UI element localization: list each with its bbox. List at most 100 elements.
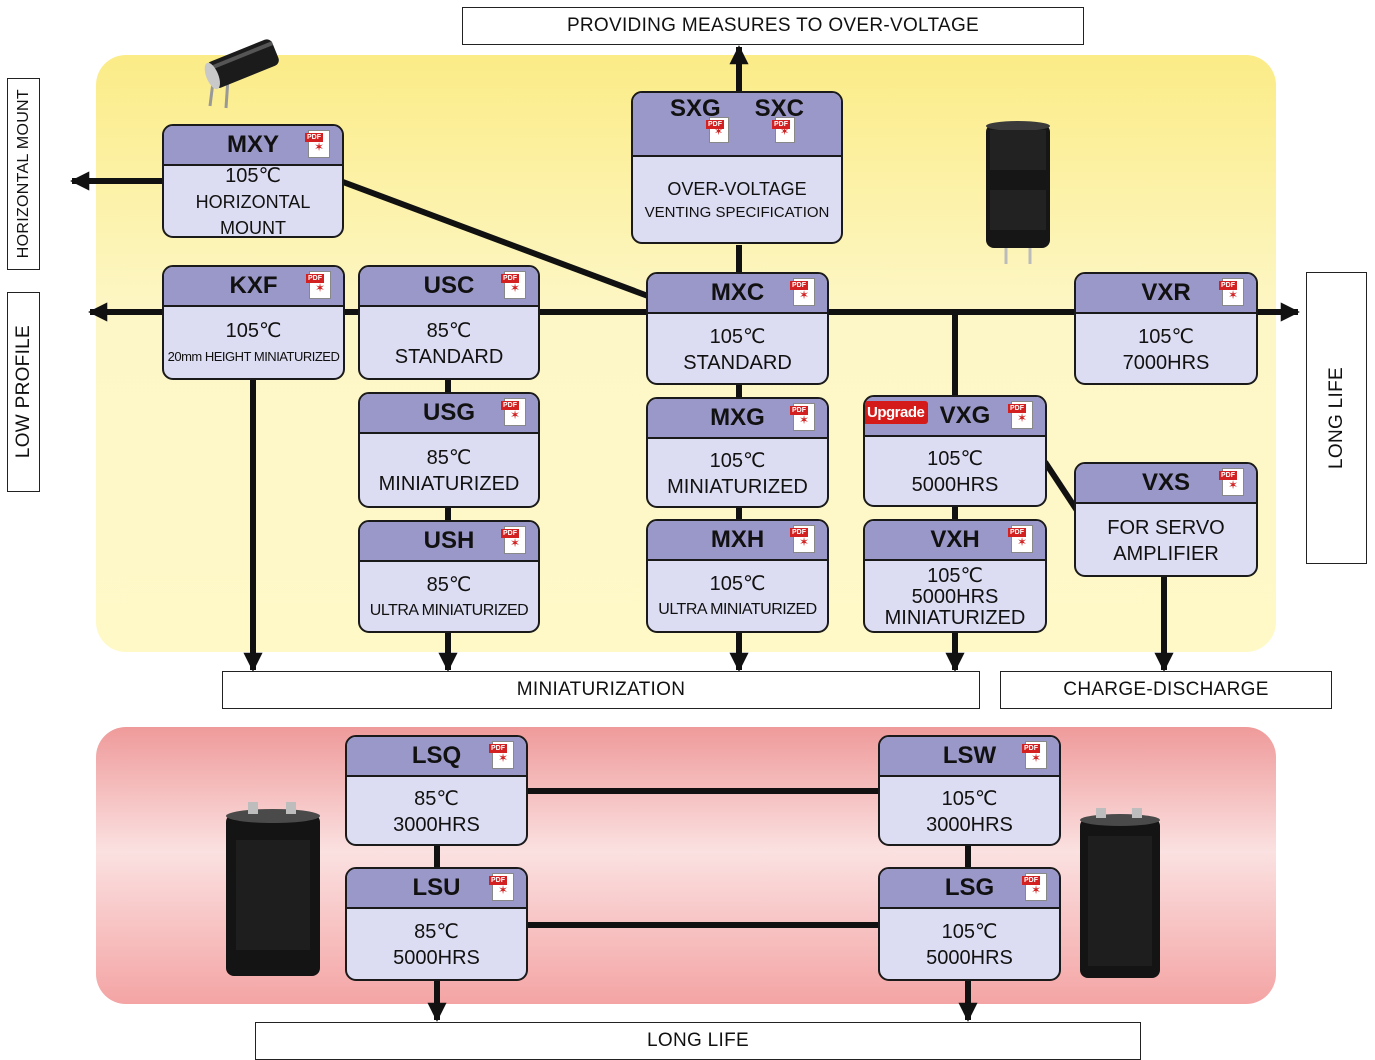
- card-usg-header: USG: [360, 394, 538, 434]
- card-kxf-title: KXF: [229, 272, 278, 299]
- long-life-side-label-text: LONG LIFE: [1325, 367, 1347, 469]
- card-mxg-temp: 105℃: [709, 449, 766, 472]
- card-mxg-desc: MINIATURIZED: [667, 475, 808, 498]
- card-mxc-temp: 105℃: [709, 325, 766, 348]
- card-ush[interactable]: USH 85℃ ULTRA MINIATURIZED: [358, 520, 540, 633]
- card-ush-temp: 85℃: [426, 573, 472, 596]
- card-vxg-temp: 105℃: [927, 448, 983, 470]
- horizontal-mount-label: HORIZONTAL MOUNT: [7, 78, 40, 270]
- upgrade-badge: Upgrade: [865, 401, 929, 424]
- card-lsq-header: LSQ: [347, 737, 526, 777]
- card-mxh-title: MXH: [710, 526, 765, 553]
- pdf-icon[interactable]: [1022, 741, 1047, 769]
- card-mxy-header: MXY: [164, 126, 342, 166]
- pdf-icon[interactable]: [489, 873, 514, 901]
- card-vxg-header: Upgrade VXG: [865, 397, 1045, 437]
- card-mxh-desc: ULTRA MINIATURIZED: [658, 601, 817, 618]
- charge-discharge-label: CHARGE-DISCHARGE: [1000, 671, 1332, 709]
- card-lsg-temp: 105℃: [941, 921, 998, 943]
- card-usg-temp: 85℃: [426, 447, 472, 469]
- pdf-icon[interactable]: [1022, 873, 1047, 901]
- pdf-icon[interactable]: [501, 398, 526, 426]
- card-lsq[interactable]: LSQ 85℃ 3000HRS: [345, 735, 528, 846]
- card-usg[interactable]: USG 85℃ MINIATURIZED: [358, 392, 540, 508]
- card-sxg-sxc-desc2: VENTING SPECIFICATION: [644, 204, 830, 221]
- pdf-icon[interactable]: [1219, 278, 1244, 306]
- long-life-bottom-label-text: LONG LIFE: [647, 1030, 749, 1051]
- card-lsq-desc: 3000HRS: [393, 813, 480, 836]
- pdf-icon[interactable]: [1008, 401, 1033, 429]
- pdf-icon[interactable]: [1219, 468, 1244, 496]
- miniaturization-label: MINIATURIZATION: [222, 671, 980, 709]
- horizontal-mount-label-text: HORIZONTAL MOUNT: [14, 89, 32, 259]
- card-mxc-header: MXC: [648, 274, 827, 314]
- card-mxh-header: MXH: [648, 521, 827, 561]
- card-vxr-header: VXR: [1076, 274, 1256, 314]
- card-vxr-title: VXR: [1141, 279, 1191, 306]
- pdf-icon[interactable]: [790, 403, 815, 431]
- pdf-icon[interactable]: [1008, 525, 1033, 553]
- pdf-icon[interactable]: [489, 741, 514, 769]
- card-mxy-title: MXY: [226, 131, 279, 158]
- card-lsq-temp: 85℃: [414, 787, 459, 810]
- card-ush-title: USH: [423, 527, 475, 554]
- pdf-icon[interactable]: [772, 117, 795, 143]
- card-ush-desc: ULTRA MINIATURIZED: [369, 601, 529, 619]
- card-vxh-header: VXH: [865, 521, 1045, 561]
- card-lsu-desc: 5000HRS: [393, 947, 480, 969]
- pdf-icon[interactable]: [706, 117, 729, 143]
- card-mxy[interactable]: MXY 105℃ HORIZONTAL MOUNT: [162, 124, 344, 238]
- pdf-icon[interactable]: [306, 271, 331, 299]
- pdf-icon[interactable]: [790, 278, 815, 306]
- card-vxs-header: VXS: [1076, 464, 1256, 504]
- card-lsu-header: LSU: [347, 869, 526, 909]
- card-lsw[interactable]: LSW 105℃ 3000HRS: [878, 735, 1061, 846]
- card-mxy-temp: 105℃: [225, 165, 281, 187]
- card-vxs-desc2: AMPLIFIER: [1113, 542, 1219, 565]
- card-lsw-temp: 105℃: [941, 787, 998, 810]
- card-sxg-sxc-desc1: OVER-VOLTAGE: [667, 179, 807, 199]
- capacitor-image-lsq: [226, 802, 320, 976]
- card-mxc-title: MXC: [710, 279, 765, 306]
- card-mxy-desc: HORIZONTAL MOUNT: [195, 192, 311, 238]
- card-mxc-desc: STANDARD: [683, 351, 792, 374]
- card-lsw-desc: 3000HRS: [926, 813, 1013, 836]
- card-lsw-header: LSW: [880, 737, 1059, 777]
- card-usg-desc: MINIATURIZED: [378, 473, 520, 495]
- card-vxh-desc1: 5000HRS: [911, 585, 999, 608]
- card-lsu-title: LSU: [412, 874, 461, 901]
- pdf-icon[interactable]: [790, 525, 815, 553]
- low-profile-label-text: LOW PROFILE: [12, 325, 34, 459]
- card-lsq-title: LSQ: [411, 742, 462, 769]
- low-profile-label: LOW PROFILE: [7, 292, 40, 492]
- over-voltage-label-text: PROVIDING MEASURES TO OVER-VOLTAGE: [566, 15, 980, 36]
- card-kxf-temp: 105℃: [225, 319, 282, 342]
- card-usc-desc: STANDARD: [394, 345, 504, 368]
- card-vxg-title: VXG: [939, 402, 991, 429]
- card-vxr-temp: 105℃: [1138, 325, 1194, 348]
- card-kxf-header: KXF: [164, 267, 343, 307]
- card-mxc[interactable]: MXC 105℃ STANDARD: [646, 272, 829, 385]
- card-vxh-desc2: MINIATURIZED: [884, 606, 1026, 629]
- capacitor-image-vxr: [986, 121, 1050, 264]
- card-kxf[interactable]: KXF 105℃ 20mm HEIGHT MINIATURIZED: [162, 265, 345, 380]
- card-kxf-desc: 20mm HEIGHT MINIATURIZED: [167, 348, 340, 364]
- card-lsw-title: LSW: [942, 742, 997, 769]
- capacitor-image-lsw: [1080, 808, 1160, 978]
- pdf-icon[interactable]: [305, 130, 330, 158]
- horizontal-capacitor-image: [204, 39, 279, 109]
- card-usc-title: USC: [423, 272, 475, 299]
- card-ush-header: USH: [360, 522, 538, 562]
- pdf-icon[interactable]: [501, 271, 526, 299]
- pdf-icon[interactable]: [501, 526, 526, 554]
